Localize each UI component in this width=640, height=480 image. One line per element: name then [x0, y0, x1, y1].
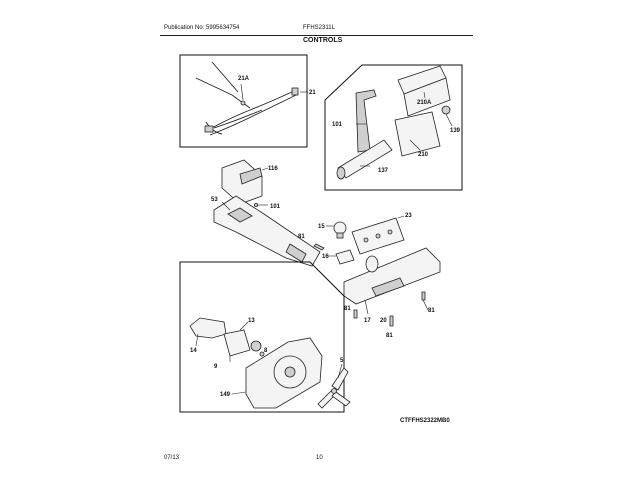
callout-16: 16	[322, 254, 329, 260]
switch-board-23	[351, 217, 405, 255]
callout-210: 210	[418, 152, 429, 158]
lamp-15	[333, 221, 347, 239]
control-board-116	[221, 159, 263, 205]
model-number: FFHS2311L	[303, 25, 335, 31]
screw-81-b	[353, 309, 358, 319]
screw-81-a	[313, 243, 325, 251]
callout-101b: 101	[270, 204, 281, 210]
dispenser-inset-box	[324, 64, 463, 191]
footer-page-number: 10	[316, 455, 323, 461]
callout-81c: 81	[386, 333, 393, 339]
callout-53: 53	[211, 197, 218, 203]
publication-number: Publication No: 5995634754	[164, 25, 240, 31]
callout-101a: 101	[332, 122, 343, 128]
callout-14: 14	[190, 348, 197, 354]
harness-inset-box	[179, 54, 308, 148]
dispenser-parts	[336, 65, 451, 180]
section-title: CONTROLS	[303, 37, 343, 44]
callout-23: 23	[405, 213, 412, 219]
callout-20: 20	[380, 318, 387, 324]
fan-blade-5	[317, 367, 351, 409]
control-housing-53	[213, 195, 321, 267]
screw-81-c	[389, 315, 394, 327]
callout-5: 5	[340, 358, 344, 364]
callout-15: 15	[318, 224, 325, 230]
fan-motor-13	[223, 329, 262, 357]
callout-81a: 81	[298, 234, 305, 240]
callout-21A: 21A	[238, 76, 250, 82]
wiring-harness	[195, 61, 299, 136]
callout-81d: 81	[428, 308, 435, 314]
screw-81-d	[421, 291, 426, 301]
callout-210A: 210A	[417, 100, 432, 106]
callout-149: 149	[220, 392, 231, 398]
callout-21: 21	[309, 90, 316, 96]
callout-13: 13	[248, 318, 255, 324]
callout-9: 9	[214, 364, 218, 370]
callout-116: 116	[268, 166, 278, 172]
callout-139: 139	[450, 128, 461, 134]
diagram-code: CTFFHS2322MB0	[400, 418, 450, 424]
callout-137: 137	[378, 168, 389, 174]
socket-16	[335, 249, 355, 265]
fan-inset-box	[179, 261, 345, 413]
header-rule	[160, 35, 473, 36]
fan-shroud-149	[245, 337, 323, 409]
grommet-8	[259, 351, 265, 357]
dispenser-panel-17	[343, 247, 441, 305]
callout-81b: 81	[344, 306, 351, 312]
footer-date: 07/13	[164, 455, 180, 461]
callout-8: 8	[264, 348, 268, 354]
fan-bracket-14	[189, 317, 227, 339]
callout-17: 17	[364, 318, 371, 324]
